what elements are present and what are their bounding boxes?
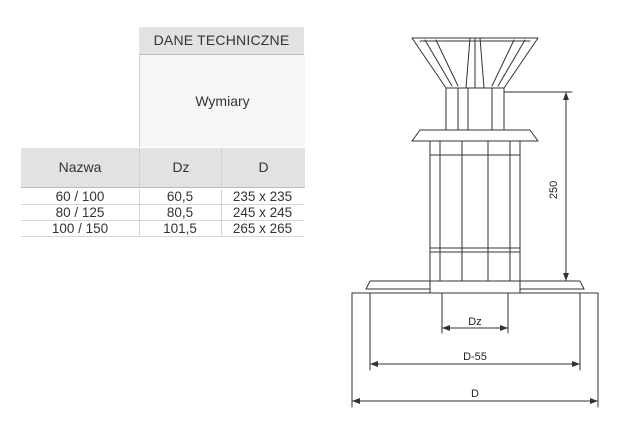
cell-d: 265 x 265 [232, 221, 293, 236]
base-flashing [351, 280, 599, 300]
cell-divider [139, 221, 140, 236]
cell-dz: 101,5 [163, 221, 197, 236]
main-pipe [429, 140, 521, 282]
height-dimension: 250 [503, 91, 573, 282]
height-label: 250 [548, 181, 560, 199]
dz-dimension: Dz [441, 292, 509, 334]
cell-divider [221, 205, 222, 220]
table-row: 60 / 100 60,5 235 x 235 [21, 189, 304, 205]
table-row: 80 / 125 80,5 245 x 245 [21, 205, 304, 221]
d55-label: D-55 [463, 351, 487, 363]
cell-dz: 60,5 [166, 189, 194, 204]
dimensions-group-label: Wymiary [195, 93, 250, 109]
cell-dz: 80,5 [166, 205, 194, 220]
table-row: 100 / 150 101,5 265 x 265 [21, 221, 304, 237]
dimensions-group-header: Wymiary [139, 55, 305, 147]
technical-data-table: DANE TECHNICZNE Wymiary Nazwa Dz D 60 / … [0, 0, 320, 260]
rain-cap [411, 37, 539, 89]
column-header-dz: Dz [139, 148, 222, 188]
cell-divider [221, 189, 222, 204]
upper-pipe [445, 87, 505, 131]
cell-divider [139, 189, 140, 204]
cell-name: 80 / 125 [55, 205, 105, 220]
cell-divider [221, 221, 222, 236]
d-dimension: D [351, 298, 599, 408]
d55-dimension: D-55 [369, 292, 581, 371]
collar [411, 129, 539, 142]
cell-d: 245 x 245 [232, 205, 293, 220]
d-label: D [471, 388, 479, 400]
cell-name: 100 / 150 [51, 221, 109, 236]
cell-divider [139, 205, 140, 220]
dz-label: Dz [468, 316, 481, 328]
section-header: DANE TECHNICZNE [139, 27, 304, 55]
cell-d: 235 x 235 [232, 189, 293, 204]
column-header-name: Nazwa [21, 148, 139, 188]
cell-name: 60 / 100 [55, 189, 105, 204]
column-header-d: D [221, 148, 305, 188]
